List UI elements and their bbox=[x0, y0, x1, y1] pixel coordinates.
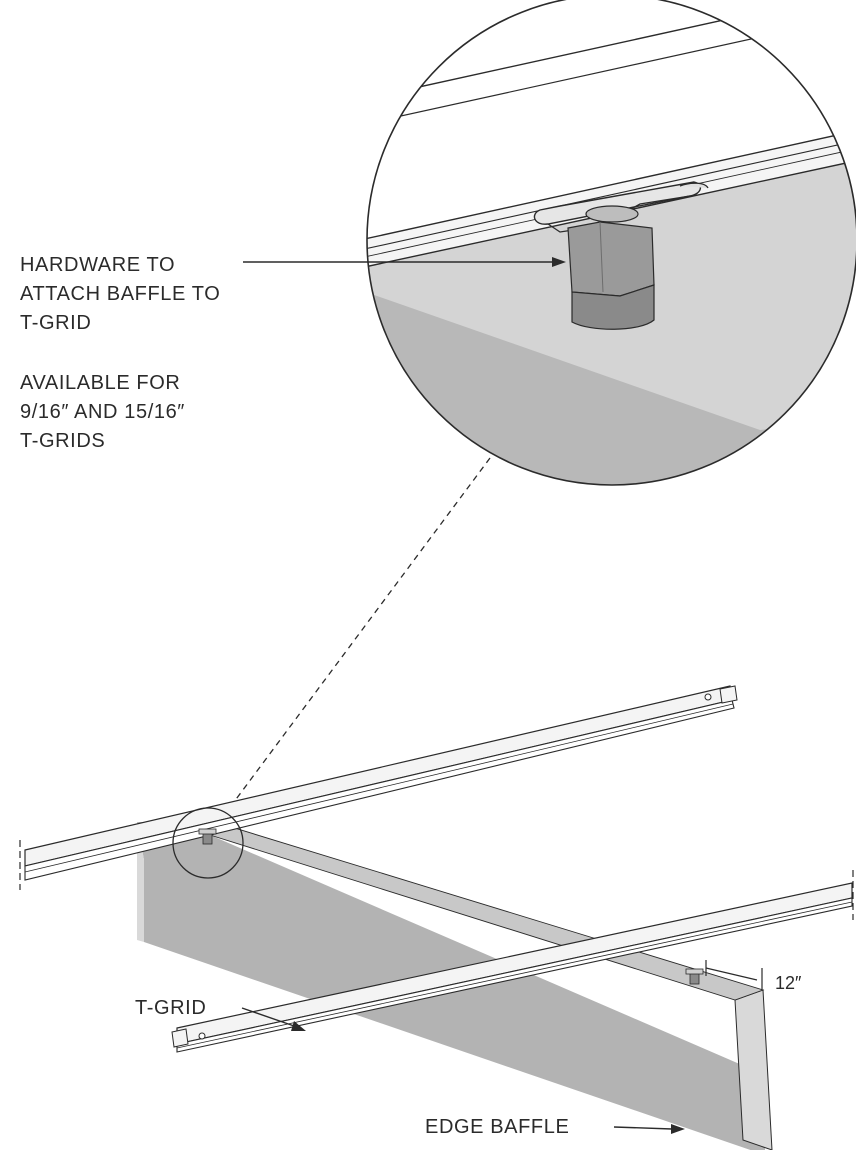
label-available-line3: T-GRIDS bbox=[20, 430, 105, 452]
label-available-line1: AVAILABLE FOR bbox=[20, 372, 180, 394]
hardware-callout: HARDWARE TO ATTACH BAFFLE TO T-GRID bbox=[20, 254, 566, 334]
tgrid-rail-upper bbox=[19, 685, 738, 890]
label-tgrid: T-GRID bbox=[135, 997, 206, 1019]
label-hardware-line1: HARDWARE TO bbox=[20, 254, 175, 276]
detail-hardware-body bbox=[567, 221, 655, 330]
detail-magnifier bbox=[366, 0, 856, 486]
spacing-dimension bbox=[705, 960, 763, 990]
edge-baffle-callout: EDGE BAFFLE bbox=[425, 1116, 685, 1138]
hardware-clip-lower bbox=[685, 968, 704, 985]
label-available-line2: 9/16″ AND 15/16″ bbox=[20, 401, 185, 423]
label-hardware-line2: ATTACH BAFFLE TO bbox=[20, 283, 220, 305]
label-spacing: 12″ bbox=[775, 973, 802, 993]
availability-note: AVAILABLE FOR 9/16″ AND 15/16″ T-GRIDS bbox=[20, 372, 185, 452]
label-edge-baffle: EDGE BAFFLE bbox=[425, 1116, 569, 1138]
tgrid-callout: T-GRID bbox=[135, 997, 306, 1031]
detail-baffle-face bbox=[367, 290, 856, 485]
hardware-clip-upper bbox=[198, 828, 217, 845]
detail-target-circle bbox=[172, 807, 244, 879]
label-hardware-line3: T-GRID bbox=[20, 312, 91, 334]
tgrid-rail-lower bbox=[171, 870, 854, 1053]
detail-circle-border bbox=[366, 0, 856, 486]
detail-leader-dashed bbox=[227, 457, 491, 811]
